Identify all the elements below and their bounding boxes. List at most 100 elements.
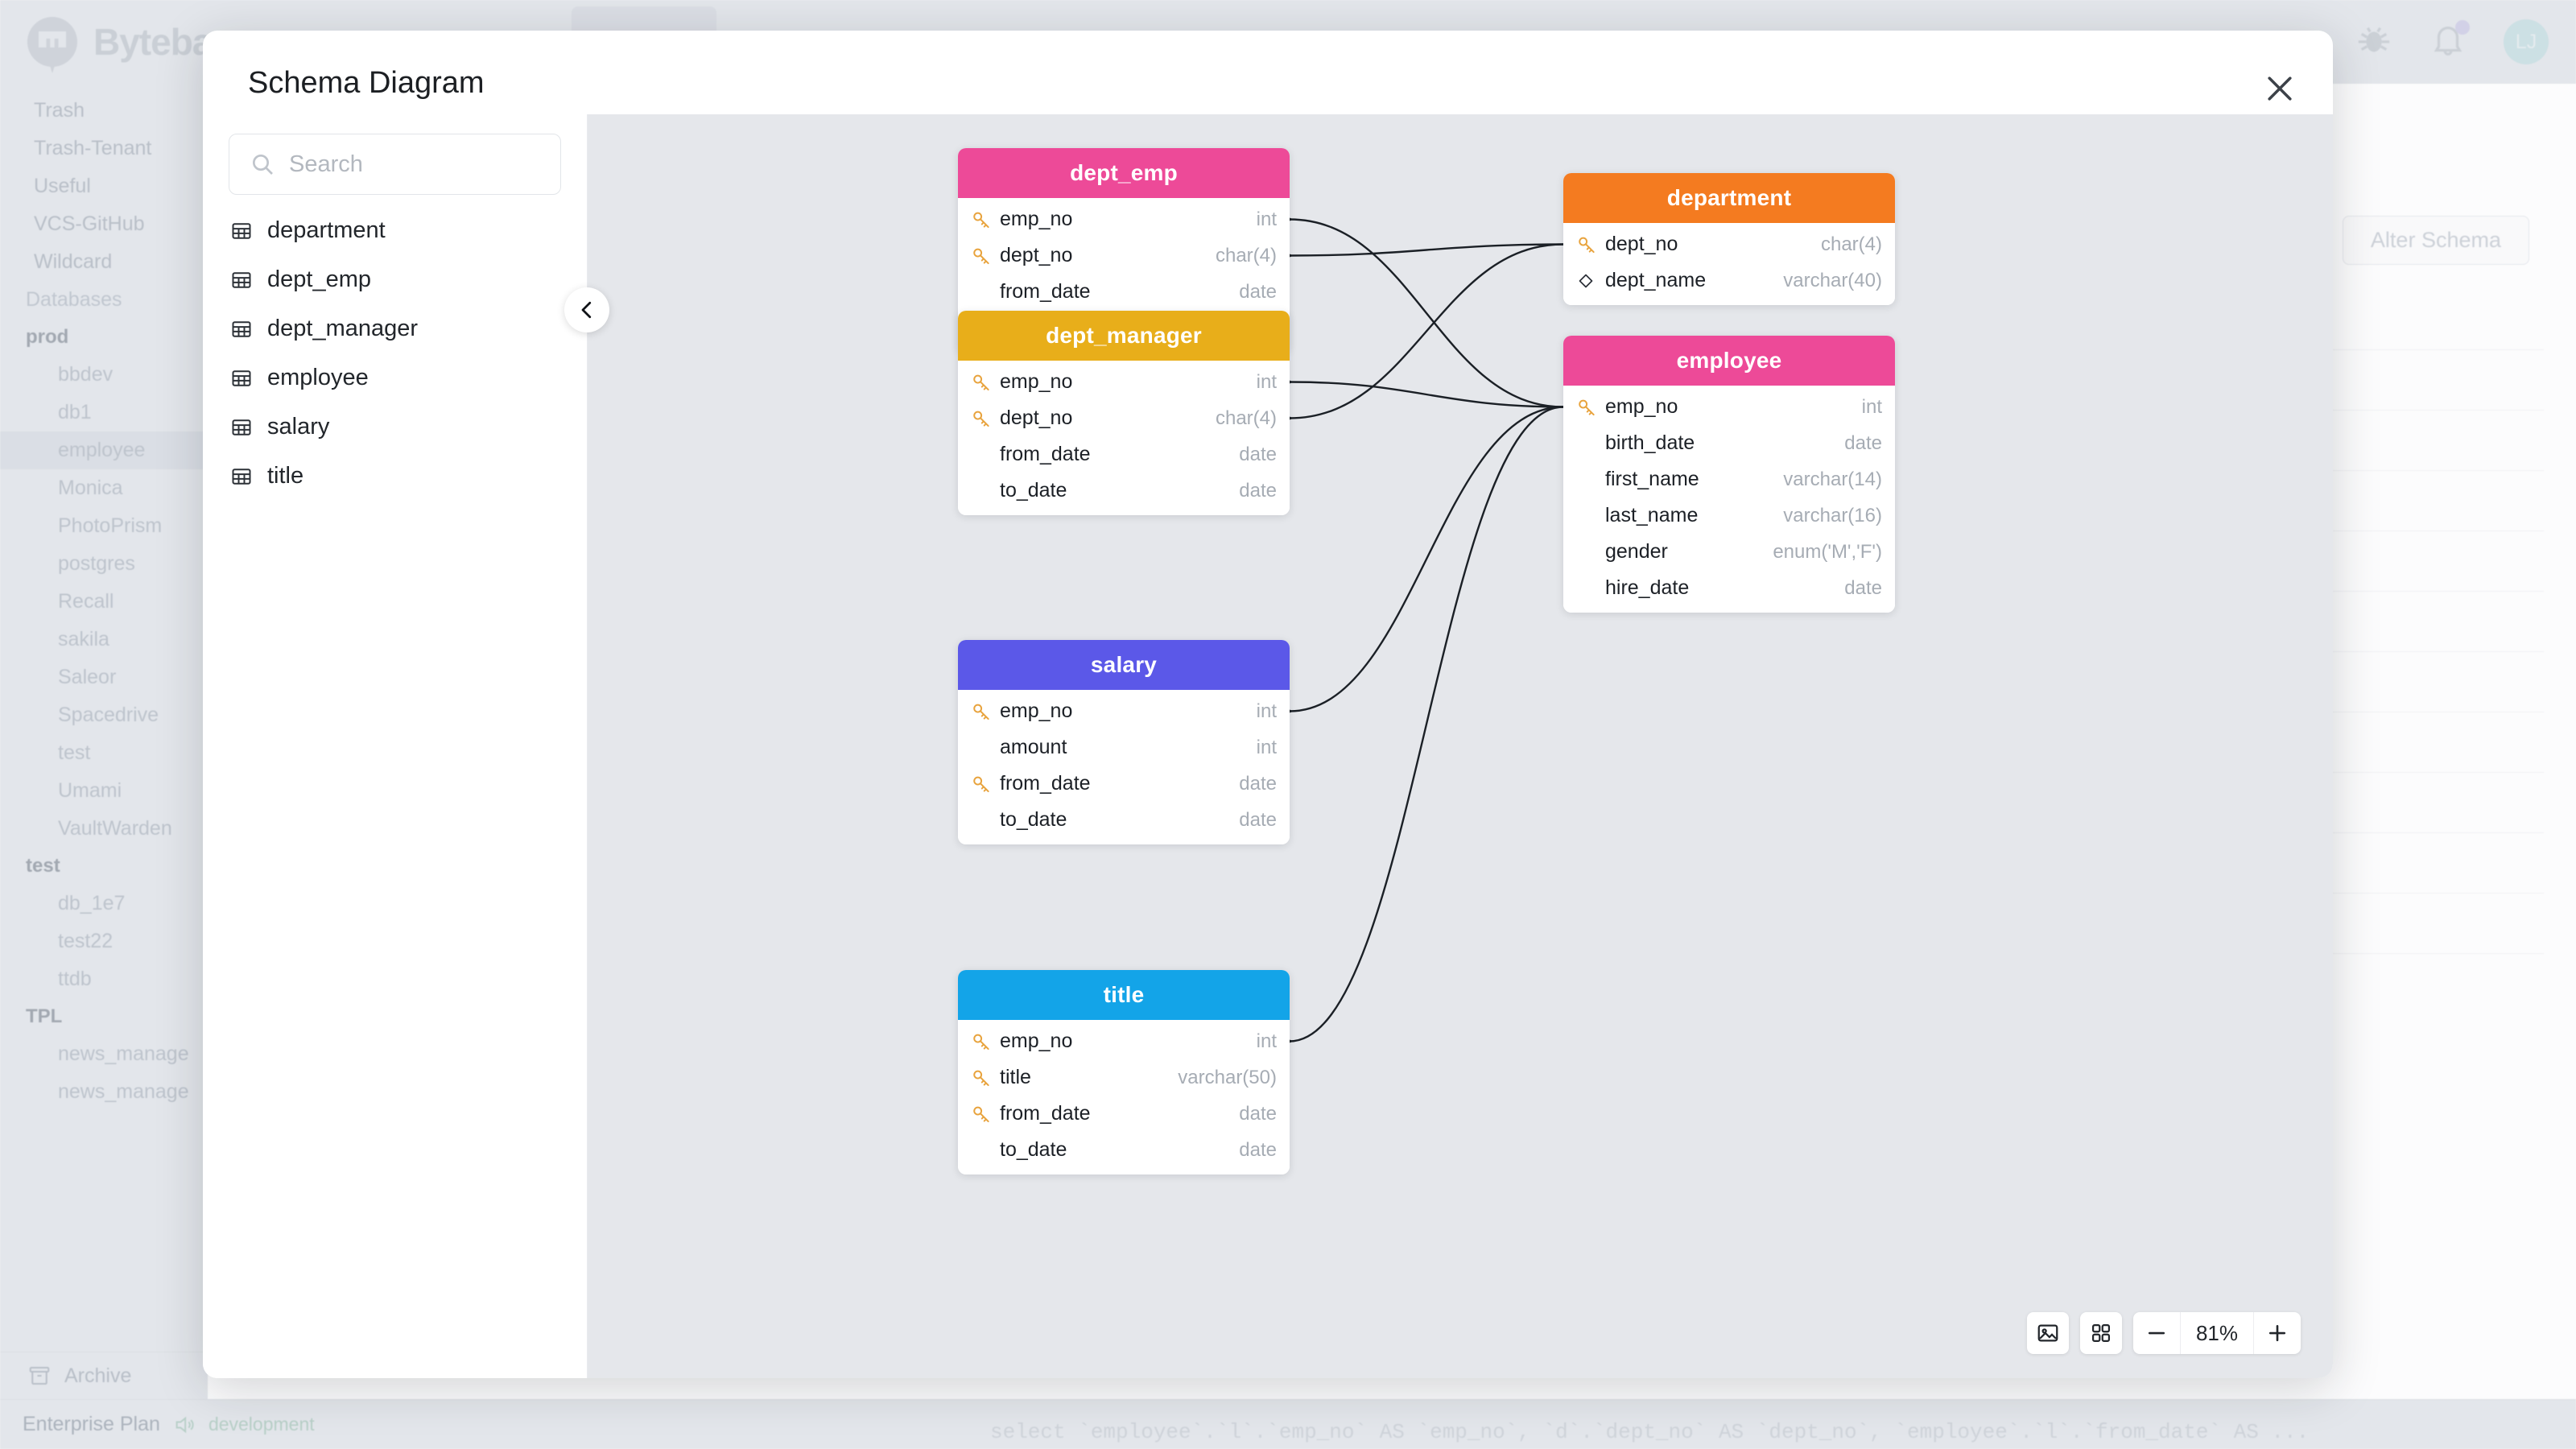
key-icon (973, 776, 989, 792)
sidebar-item-test[interactable]: test (26, 855, 60, 877)
sidebar-item-saleor[interactable]: Saleor (58, 666, 117, 688)
diamond-icon (1579, 274, 1593, 287)
sidebar-item-test22[interactable]: test22 (58, 930, 114, 952)
sidebar-item-test[interactable]: test (58, 741, 91, 764)
table-list-item-title[interactable]: title (219, 452, 571, 501)
zoom-level-label[interactable]: 81% (2180, 1312, 2254, 1354)
sidebar-item-wildcard[interactable]: Wildcard (34, 250, 113, 273)
grid-layout-icon[interactable] (2080, 1312, 2122, 1354)
column-type: date (1239, 808, 1277, 831)
sidebar-item-sakila[interactable]: sakila (58, 628, 109, 650)
sidebar-item-employee[interactable]: employee (0, 431, 208, 469)
column-icon (971, 246, 992, 266)
plus-icon[interactable] (2254, 1312, 2301, 1354)
sidebar-item-prod[interactable]: prod (26, 326, 69, 348)
close-icon[interactable] (2262, 71, 2297, 106)
sidebar-item-trash-tenant[interactable]: Trash-Tenant (34, 137, 152, 159)
sidebar-item-trash[interactable]: Trash (34, 99, 85, 122)
sidebar-item-postgres[interactable]: postgres (58, 552, 135, 575)
sidebar-item-ttdb[interactable]: ttdb (58, 968, 92, 990)
bell-icon[interactable] (2429, 19, 2470, 63)
column-type: date (1239, 772, 1277, 795)
search-input[interactable] (229, 134, 561, 195)
column-type: int (1256, 700, 1277, 722)
column-name: emp_no (1000, 1030, 1073, 1052)
table-list-item-salary[interactable]: salary (219, 402, 571, 452)
column-row-dept_no[interactable]: dept_no char(4) (1563, 226, 1895, 262)
sidebar-item-spacedrive[interactable]: Spacedrive (58, 704, 159, 726)
sidebar-item-photoprism[interactable]: PhotoPrism (58, 514, 163, 537)
sidebar-item-news-manage[interactable]: news_manage (58, 1042, 189, 1065)
sidebar-item-archive[interactable]: Archive (0, 1352, 208, 1399)
column-row-to_date[interactable]: to_date date (958, 802, 1290, 838)
sidebar-item-vaultwarden[interactable]: VaultWarden (58, 817, 172, 840)
column-icon (971, 701, 992, 722)
sidebar-item-news-manage[interactable]: news_manage (58, 1080, 189, 1103)
sidebar-item-recall[interactable]: Recall (58, 590, 114, 613)
chevron-left-icon (581, 301, 592, 319)
sidebar-item-useful[interactable]: Useful (34, 175, 91, 197)
table-node-header-department: department (1563, 173, 1895, 223)
column-name: dept_no (1605, 233, 1678, 255)
sidebar-item-bbdev[interactable]: bbdev (58, 363, 114, 386)
table-icon (232, 271, 251, 288)
table-list-item-department[interactable]: department (219, 206, 571, 255)
collapse-panel-button[interactable] (564, 287, 609, 332)
minus-icon[interactable] (2133, 1312, 2180, 1354)
bug-icon[interactable] (2355, 22, 2392, 63)
page-title: Schema Diagram (248, 66, 485, 100)
key-icon (973, 411, 989, 427)
column-type: char(4) (1820, 233, 1882, 255)
relationship-edge (1289, 218, 1564, 408)
sidebar-item-tpl[interactable]: TPL (26, 1005, 63, 1027)
table-list-item-employee[interactable]: employee (219, 353, 571, 402)
key-icon (973, 374, 989, 390)
canvas-toolbar: 81% (2027, 1312, 2301, 1354)
sidebar-item-umami[interactable]: Umami (58, 779, 122, 802)
sidebar-item-monica[interactable]: Monica (58, 477, 123, 499)
bytebase-logo-icon (27, 17, 77, 67)
avatar[interactable]: LJ (2504, 19, 2549, 64)
sidebar-item-db-1e7[interactable]: db_1e7 (58, 892, 126, 914)
column-icon (971, 1067, 992, 1088)
image-export-icon[interactable] (2027, 1312, 2069, 1354)
table-list-item-dept_emp[interactable]: dept_emp (219, 255, 571, 304)
column-type: int (1256, 736, 1277, 758)
sidebar-item-db1[interactable]: db1 (58, 401, 92, 423)
key-icon (1579, 237, 1595, 253)
column-name: to_date (1000, 808, 1067, 831)
table-list-item-label: employee (267, 365, 369, 390)
table-list-item-dept_manager[interactable]: dept_manager (219, 304, 571, 353)
sidebar-item-vcs-github[interactable]: VCS-GitHub (34, 213, 145, 235)
alter-schema-button[interactable]: Alter Schema (2342, 216, 2529, 265)
